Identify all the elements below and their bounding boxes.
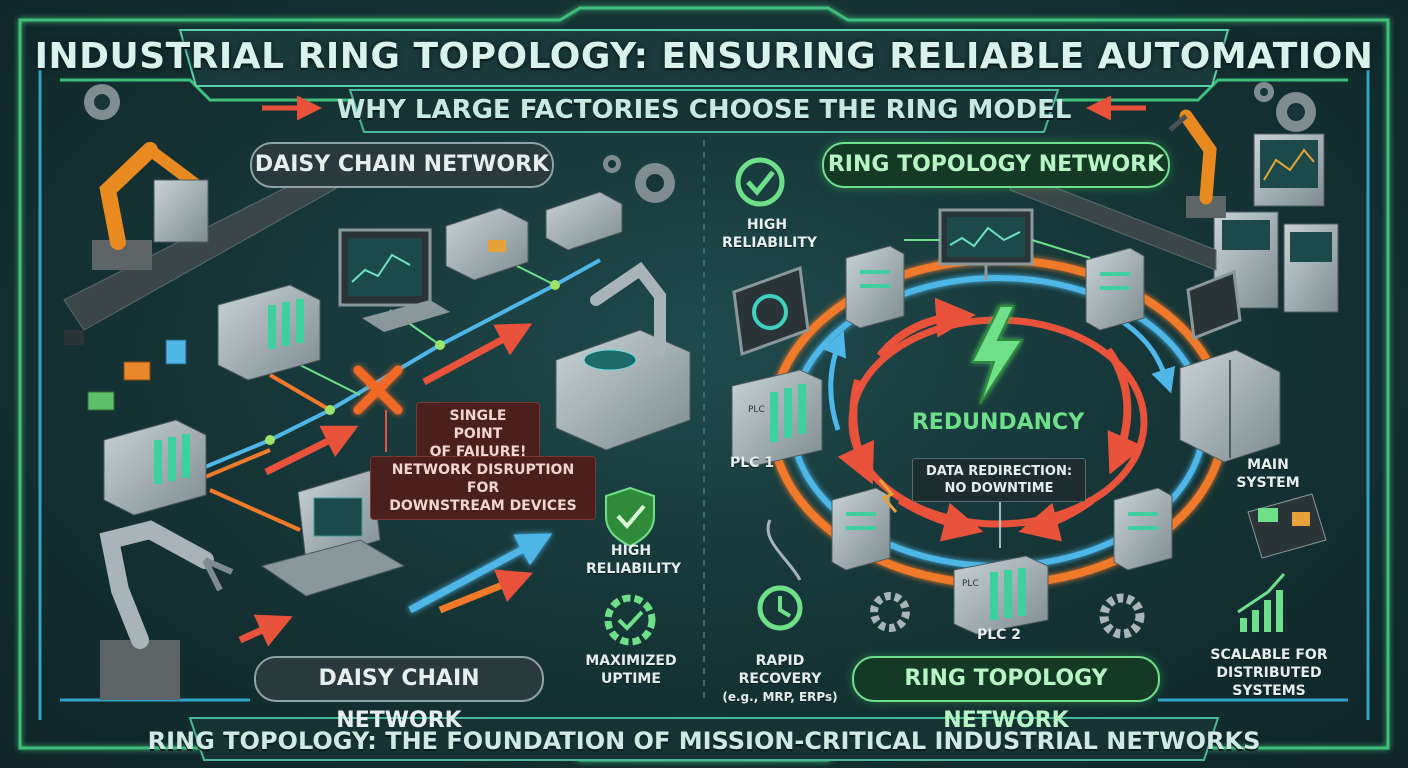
network-switch — [1113, 487, 1173, 571]
daisy-chain-footer-pill: DAISY CHAIN NETWORK — [254, 656, 544, 733]
refresh-check-icon — [735, 157, 785, 207]
redundancy-label: REDUNDANCY — [911, 410, 1085, 435]
plc-tag: PLC — [962, 579, 979, 589]
computer-terminal-icon — [260, 469, 406, 597]
footer-caption: RING TOPOLOGY: THE FOUNDATION OF MISSION… — [147, 727, 1261, 755]
flow-arrows — [238, 323, 553, 647]
cable-icon — [766, 519, 802, 581]
cnc-machine-icon — [555, 261, 691, 451]
monitor-icon — [938, 208, 1034, 280]
shield-check-icon — [605, 486, 655, 548]
page-subtitle: WHY LARGE FACTORIES CHOOSE THE RING MODE… — [336, 95, 1072, 125]
footer-banner — [188, 717, 1220, 761]
server-icon — [1179, 349, 1281, 463]
email-icon — [87, 339, 187, 411]
ring-topology-footer-pill: RING TOPOLOGY NETWORK — [852, 656, 1160, 733]
gear-icon — [870, 592, 1145, 639]
main-system-label: MAIN SYSTEM — [1236, 457, 1300, 491]
spark-icon — [878, 479, 898, 513]
card-icon — [1247, 493, 1327, 559]
network-switch — [831, 487, 891, 571]
plc-1-device: PLC — [731, 369, 823, 467]
growth-chart-icon — [1237, 573, 1286, 632]
control-panel-icon — [1186, 133, 1339, 341]
monitor-icon — [338, 228, 450, 332]
gear-check-icon — [604, 594, 656, 646]
plc-rack — [103, 419, 207, 516]
plc-2-device: PLC — [953, 555, 1049, 635]
data-redirection-label: DATA REDIRECTION: NO DOWNTIME — [912, 458, 1086, 502]
right-high-reliability-label: HIGH RELIABILITY — [722, 217, 818, 251]
link-line — [1031, 239, 1091, 259]
control-cabinet — [153, 179, 209, 243]
gear-icon — [84, 84, 120, 120]
cable-node — [265, 280, 560, 445]
gear-icon — [1254, 82, 1316, 132]
ring-topology-header: RING TOPOLOGY NETWORK — [822, 142, 1170, 188]
page-title: INDUSTRIAL RING TOPOLOGY: ENSURING RELIA… — [34, 36, 1374, 77]
network-switch — [1085, 247, 1145, 331]
gear-icon — [603, 155, 675, 203]
monitor-icon — [732, 265, 810, 357]
robot-arm-icon — [92, 142, 209, 270]
plc-rack — [217, 284, 321, 381]
clock-recovery-icon — [757, 585, 803, 631]
network-switch — [545, 191, 623, 251]
plc-2-label: PLC 2 — [976, 627, 1022, 643]
network-switch — [445, 207, 529, 281]
robot-arm-icon — [1168, 109, 1226, 218]
failure-x-icon — [353, 365, 403, 415]
title-banner — [178, 29, 1230, 133]
rapid-recovery-label: RAPID RECOVERY (e.g., MRP, ERPs) — [722, 653, 838, 704]
robot-arm-icon — [99, 520, 234, 700]
plc-1-label: PLC 1 — [729, 455, 775, 471]
lightning-icon — [970, 305, 1024, 405]
ring-arrows — [822, 297, 1176, 542]
plc-tag: PLC — [748, 405, 765, 415]
maximized-uptime-label: MAXIMIZED UPTIME — [585, 653, 677, 687]
daisy-chain-header: DAISY CHAIN NETWORK — [250, 142, 554, 188]
network-switch — [845, 245, 905, 329]
scalable-systems-label: SCALABLE FOR DISTRIBUTED SYSTEMS — [1210, 647, 1328, 699]
left-high-reliability-label: HIGH RELIABILITY — [586, 543, 682, 577]
network-disruption-label: NETWORK DISRUPTION FOR DOWNSTREAM DEVICE… — [370, 456, 596, 520]
